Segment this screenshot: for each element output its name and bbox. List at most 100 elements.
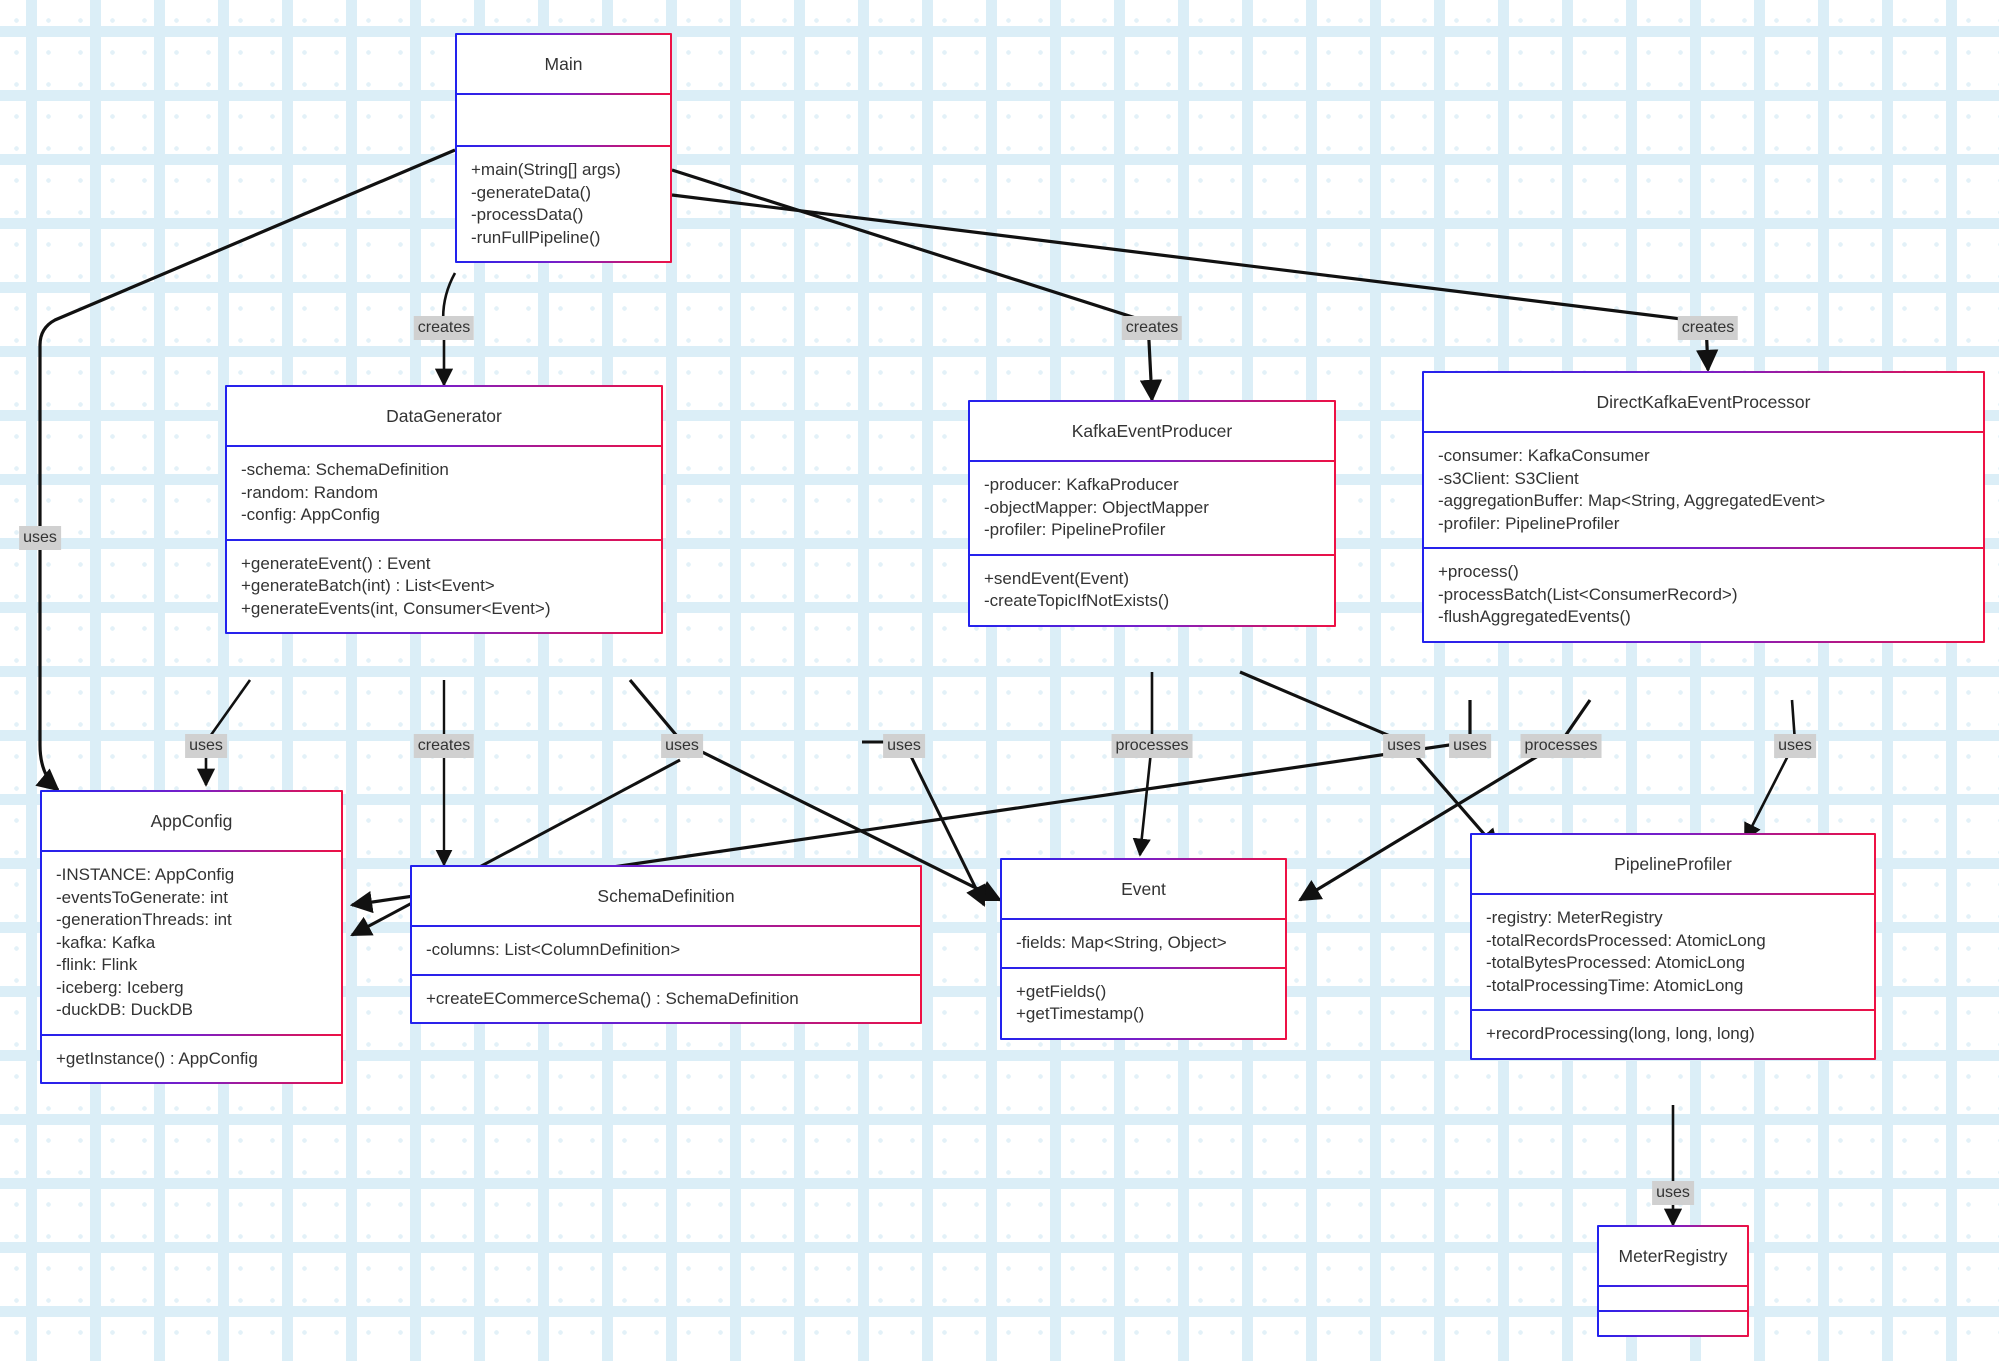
class-methods: +sendEvent(Event) -createTopicIfNotExist…	[970, 556, 1334, 625]
class-box-datagenerator[interactable]: DataGenerator -schema: SchemaDefinition …	[225, 385, 663, 634]
method-line: -generateData()	[471, 182, 592, 202]
class-attributes: -registry: MeterRegistry -totalRecordsPr…	[1472, 895, 1874, 1009]
edge-directkafka-pipelineprofiler	[1743, 699, 1797, 842]
class-name: Main	[544, 54, 583, 74]
class-title-section: MeterRegistry	[1599, 1227, 1747, 1285]
attribute-line: -eventsToGenerate: int	[56, 887, 228, 907]
class-title-section: DataGenerator	[227, 387, 661, 445]
class-title-section: SchemaDefinition	[412, 867, 920, 925]
class-box-appconfig[interactable]: AppConfig -INSTANCE: AppConfig -eventsTo…	[40, 790, 343, 1084]
class-methods-section: +main(String[] args) -generateData() -pr…	[457, 145, 670, 261]
attribute-line: -duckDB: DuckDB	[56, 1000, 193, 1019]
class-methods: +createECommerceSchema() : SchemaDefinit…	[412, 976, 920, 1023]
class-methods: +getInstance() : AppConfig	[42, 1036, 341, 1083]
class-attributes: -INSTANCE: AppConfig -eventsToGenerate: …	[42, 852, 341, 1034]
class-box-event[interactable]: Event -fields: Map<String, Object> +getF…	[1000, 858, 1287, 1040]
edge-label-uses: uses	[185, 734, 227, 758]
method-line: +getTimestamp()	[1016, 1004, 1145, 1023]
attribute-line: -flink: Flink	[56, 955, 138, 974]
class-attributes	[457, 95, 670, 145]
class-box-kafkaeventproducer[interactable]: KafkaEventProducer -producer: KafkaProdu…	[968, 400, 1336, 627]
class-attributes-section	[1599, 1285, 1747, 1310]
class-name: MeterRegistry	[1618, 1246, 1728, 1266]
method-line: +generateEvents(int, Consumer<Event>)	[241, 598, 551, 618]
class-attributes: -columns: List<ColumnDefinition>	[412, 927, 920, 974]
class-methods	[1599, 1312, 1747, 1335]
edge-datagenerator-appconfig	[196, 679, 252, 787]
method-line: -processBatch(List<ConsumerRecord>)	[1438, 584, 1738, 604]
attribute-line: -kafka: Kafka	[56, 932, 156, 952]
method-line: -flushAggregatedEvents()	[1438, 607, 1631, 626]
class-methods-section: +sendEvent(Event) -createTopicIfNotExist…	[970, 554, 1334, 625]
edge-label-uses: uses	[1774, 734, 1816, 758]
class-name: DirectKafkaEventProcessor	[1596, 392, 1811, 412]
class-methods-section: +createECommerceSchema() : SchemaDefinit…	[412, 974, 920, 1023]
attribute-line: -iceberg: Iceberg	[56, 977, 184, 997]
class-title-section: Main	[457, 35, 670, 93]
edge-label-creates: creates	[1677, 316, 1739, 340]
method-line: +process()	[1438, 562, 1519, 581]
attribute-line: -aggregationBuffer: Map<String, Aggregat…	[1438, 491, 1826, 510]
class-methods-section: +recordProcessing(long, long, long)	[1472, 1009, 1874, 1058]
class-name: SchemaDefinition	[597, 886, 735, 906]
class-methods: +recordProcessing(long, long, long)	[1472, 1011, 1874, 1058]
edge-label-processes: processes	[1111, 734, 1193, 758]
class-attributes: -fields: Map<String, Object>	[1002, 920, 1285, 967]
class-name: KafkaEventProducer	[1071, 421, 1233, 441]
edge-main-appconfig	[35, 148, 456, 792]
attribute-line: -config: AppConfig	[241, 505, 380, 524]
attribute-line: -totalBytesProcessed: AtomicLong	[1486, 953, 1745, 972]
class-attributes-section: -producer: KafkaProducer -objectMapper: …	[970, 460, 1334, 554]
class-box-main[interactable]: Main +main(String[] args) -generateData(…	[455, 33, 672, 263]
class-methods-section: +getFields() +getTimestamp()	[1002, 967, 1285, 1038]
class-title-section: KafkaEventProducer	[970, 402, 1334, 460]
class-box-meterregistry[interactable]: MeterRegistry	[1597, 1225, 1749, 1337]
class-methods: +process() -processBatch(List<ConsumerRe…	[1424, 549, 1983, 641]
class-box-directkafkaeventprocessor[interactable]: DirectKafkaEventProcessor -consumer: Kaf…	[1422, 371, 1985, 643]
edge-label-uses: uses	[1652, 1181, 1694, 1205]
class-methods-section	[1599, 1310, 1747, 1335]
attribute-line: -consumer: KafkaConsumer	[1438, 446, 1650, 465]
method-line: +getInstance() : AppConfig	[56, 1048, 258, 1068]
method-line: -processData()	[471, 205, 584, 224]
class-box-schemadefinition[interactable]: SchemaDefinition -columns: List<ColumnDe…	[410, 865, 922, 1024]
edge-label-creates: creates	[413, 734, 475, 758]
class-attributes-section: -columns: List<ColumnDefinition>	[412, 925, 920, 974]
class-name: Event	[1121, 879, 1166, 899]
attribute-line: -totalRecordsProcessed: AtomicLong	[1486, 930, 1766, 950]
attribute-line: -objectMapper: ObjectMapper	[984, 497, 1209, 517]
edge-label-processes: processes	[1520, 734, 1602, 758]
attribute-line: -producer: KafkaProducer	[984, 475, 1179, 494]
class-attributes-section: -INSTANCE: AppConfig -eventsToGenerate: …	[42, 850, 341, 1034]
edge-label-creates: creates	[1121, 316, 1183, 340]
class-box-pipelineprofiler[interactable]: PipelineProfiler -registry: MeterRegistr…	[1470, 833, 1876, 1060]
edge-label-uses: uses	[883, 734, 925, 758]
class-name: DataGenerator	[386, 406, 502, 426]
class-attributes: -producer: KafkaProducer -objectMapper: …	[970, 462, 1334, 554]
class-attributes	[1599, 1287, 1747, 1310]
class-methods-section: +generateEvent() : Event +generateBatch(…	[227, 539, 661, 633]
class-methods-section: +getInstance() : AppConfig	[42, 1034, 341, 1083]
edge-label-creates: creates	[413, 316, 475, 340]
method-line: +recordProcessing(long, long, long)	[1486, 1024, 1755, 1043]
attribute-line: -profiler: PipelineProfiler	[984, 520, 1166, 539]
class-title-section: PipelineProfiler	[1472, 835, 1874, 893]
edge-label-uses: uses	[1449, 734, 1491, 758]
method-line: +sendEvent(Event)	[984, 568, 1130, 588]
class-title-section: Event	[1002, 860, 1285, 918]
method-line: +generateEvent() : Event	[241, 553, 431, 573]
class-attributes-section: -registry: MeterRegistry -totalRecordsPr…	[1472, 893, 1874, 1009]
attribute-line: -generationThreads: int	[56, 910, 232, 929]
class-attributes: -schema: SchemaDefinition -random: Rando…	[227, 447, 661, 539]
edge-label-uses: uses	[661, 734, 703, 758]
method-line: +generateBatch(int) : List<Event>	[241, 576, 495, 595]
class-methods: +main(String[] args) -generateData() -pr…	[457, 147, 670, 261]
class-attributes-section: -schema: SchemaDefinition -random: Rando…	[227, 445, 661, 539]
class-methods: +generateEvent() : Event +generateBatch(…	[227, 541, 661, 633]
edge-label-uses: uses	[1383, 734, 1425, 758]
attribute-line: -INSTANCE: AppConfig	[56, 865, 235, 884]
edge-kafkaeventproducer-pipelineprofiler	[1239, 670, 1500, 852]
class-name: AppConfig	[150, 811, 233, 831]
